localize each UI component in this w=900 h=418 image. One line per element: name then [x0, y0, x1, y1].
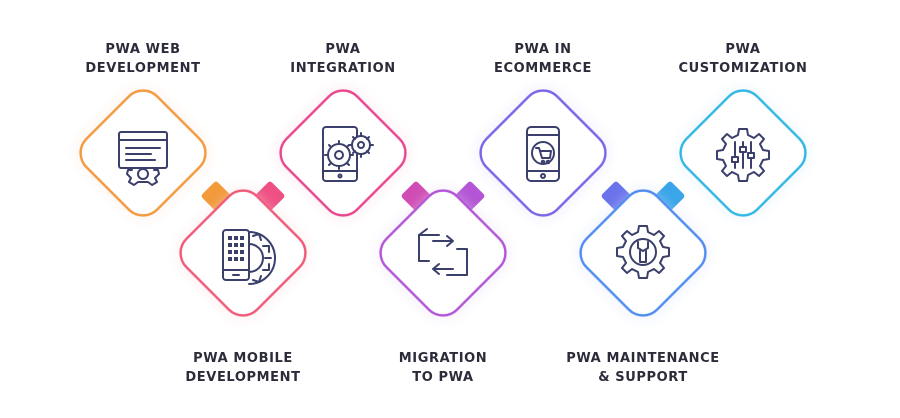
- label-maintenance: PWA MAINTENANCE & SUPPORT: [566, 351, 720, 385]
- gear-wrench-icon: [616, 225, 670, 279]
- browser-gear-icon: [118, 131, 168, 186]
- diamond-maintenance: [579, 189, 707, 317]
- diamond-ecommerce: [479, 89, 607, 217]
- exchange-arrows-icon: [418, 228, 468, 276]
- label-web-development: PWA WEB DEVELOPMENT: [85, 42, 201, 76]
- tablet-gears-icon: [322, 126, 374, 182]
- gear-sliders-icon: [716, 128, 770, 182]
- mobile-cart-icon: [526, 126, 560, 182]
- label-mobile-development: PWA MOBILE DEVELOPMENT: [185, 351, 301, 385]
- mobile-gear-icon: [222, 229, 276, 285]
- label-customization: PWA CUSTOMIZATION: [678, 42, 808, 76]
- label-integration: PWA INTEGRATION: [290, 42, 396, 76]
- diamond-migration: [379, 189, 507, 317]
- label-ecommerce: PWA IN ECOMMERCE: [493, 42, 593, 76]
- label-migration: MIGRATION TO PWA: [398, 351, 488, 385]
